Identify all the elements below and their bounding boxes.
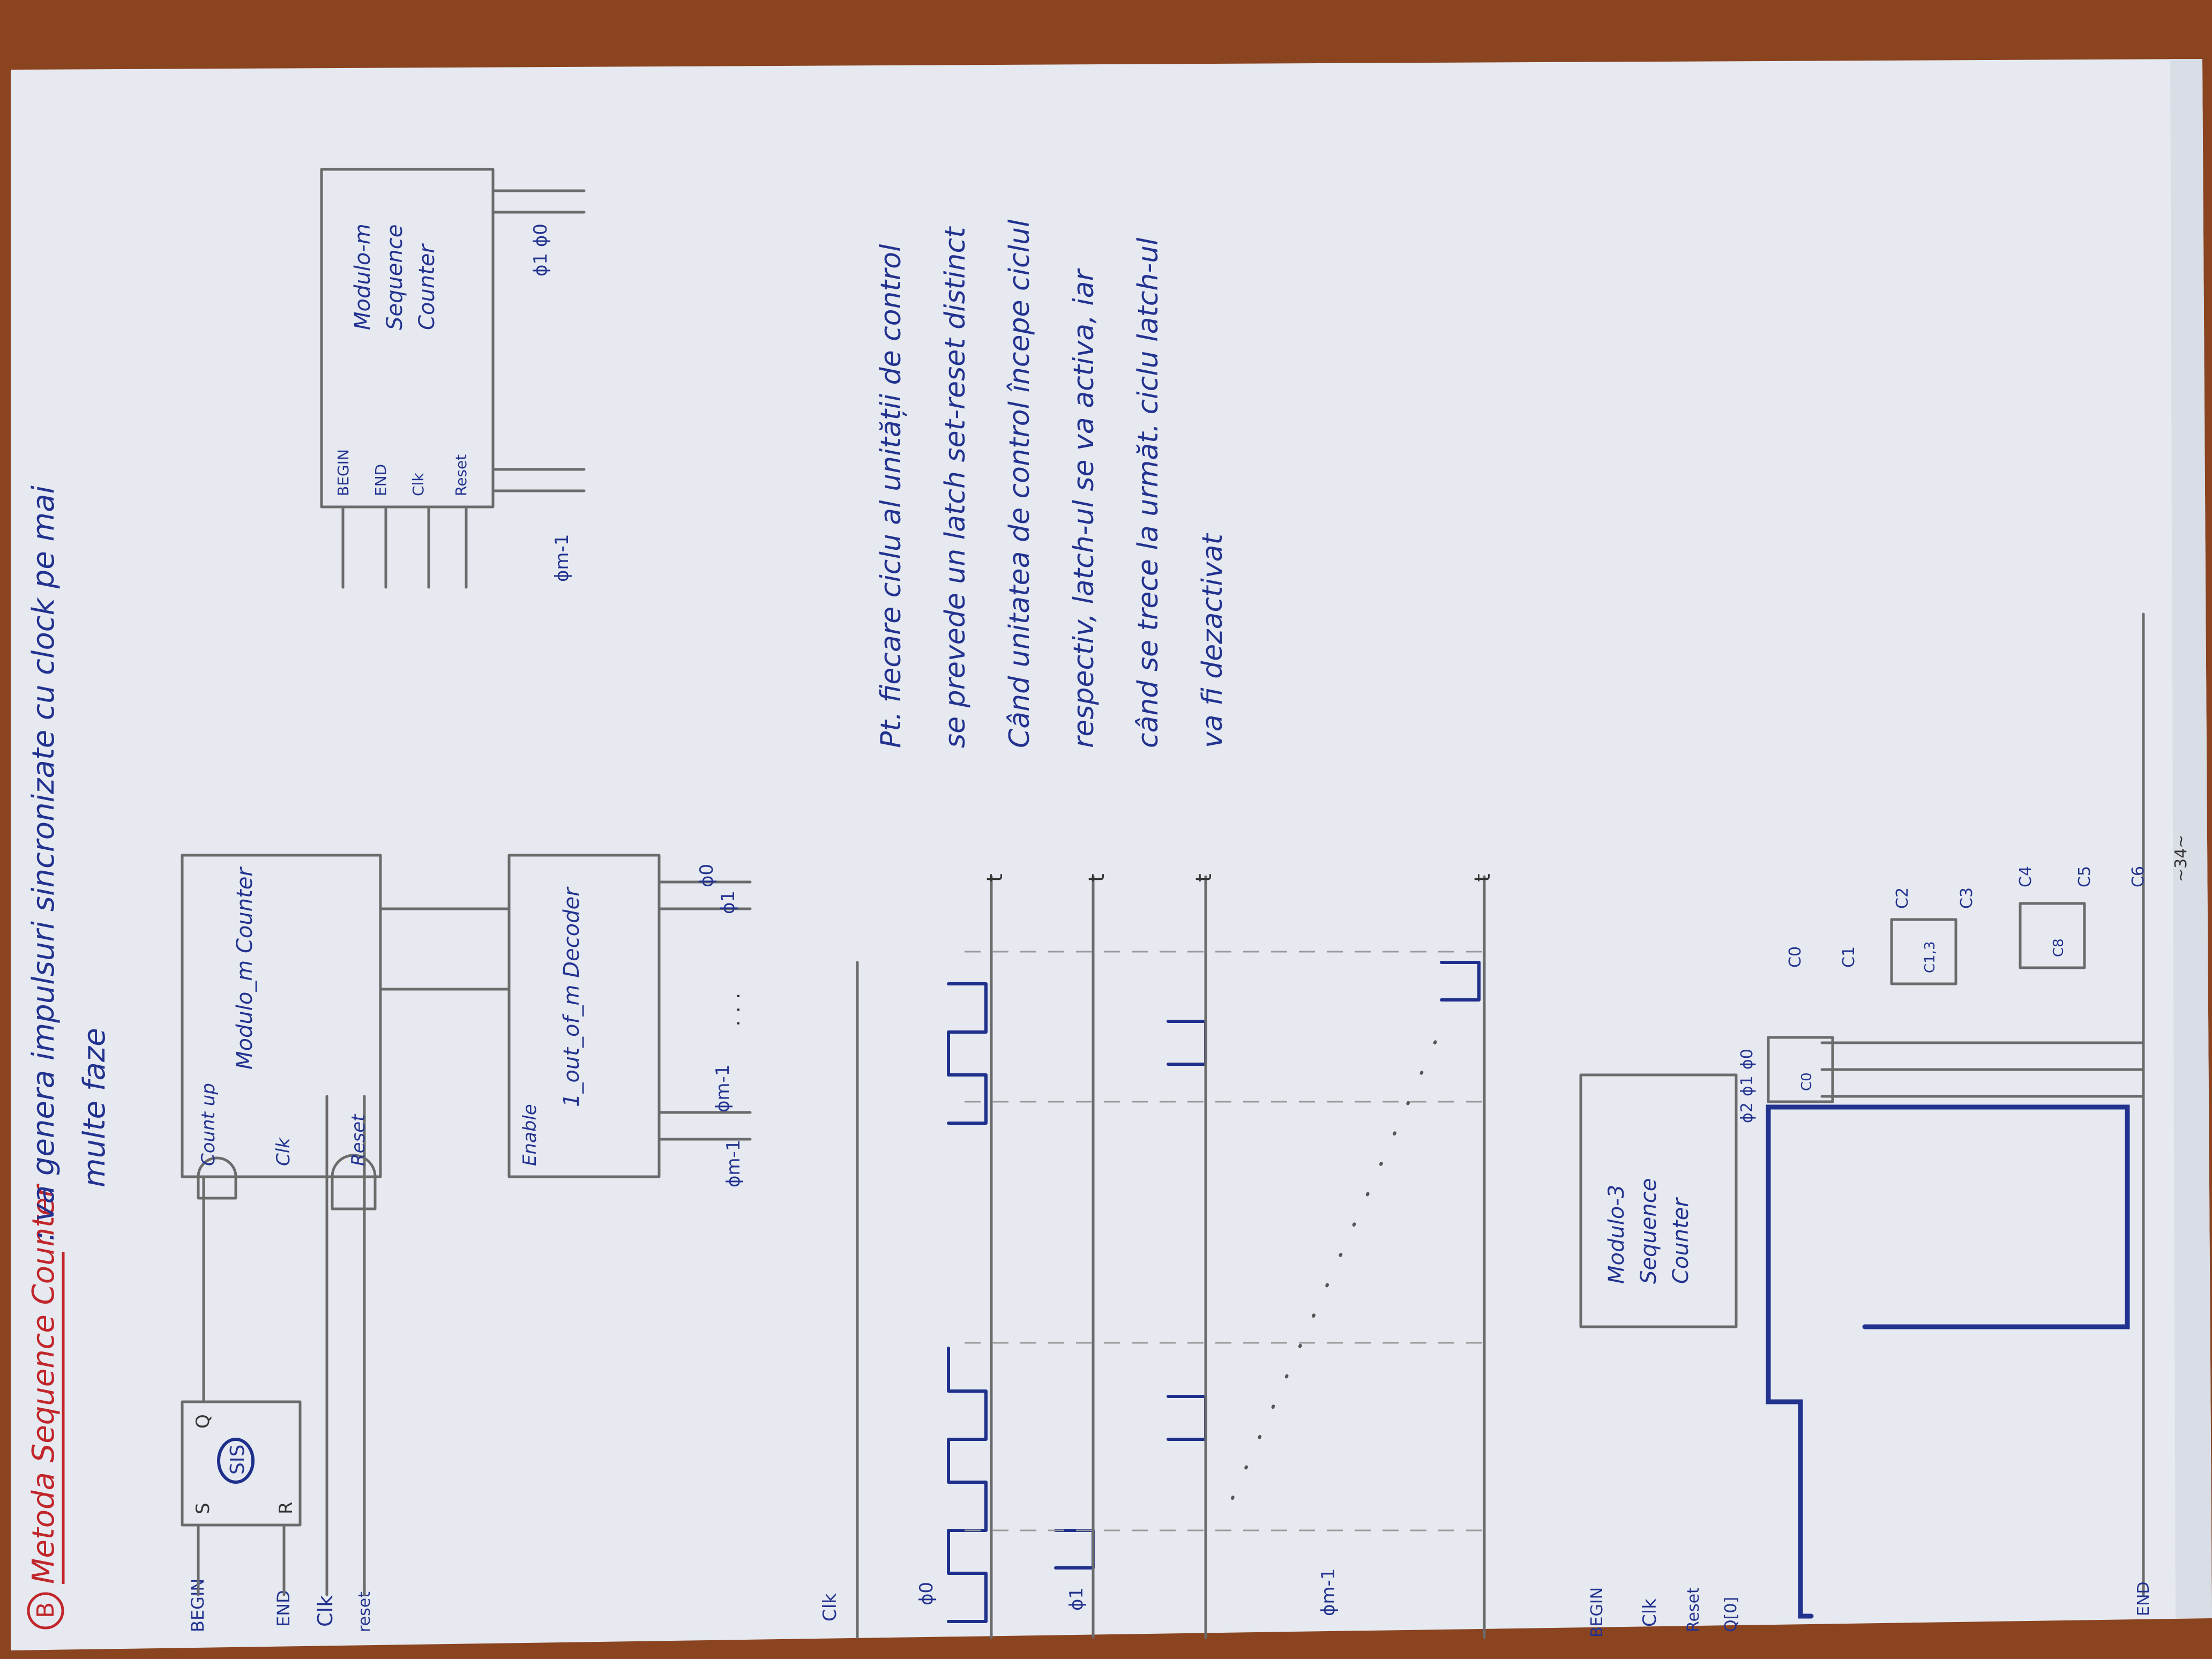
para-line-2: se prevede un latch set-reset distinct xyxy=(939,226,972,748)
clk-waveform-b xyxy=(947,982,988,1125)
out-phi0: ϕ0 xyxy=(696,864,718,887)
paper-sheet xyxy=(11,59,2212,1650)
note-34: ~34~ xyxy=(2172,835,2191,882)
phim1-pulse xyxy=(1440,961,1481,1002)
sr-latch-s: S xyxy=(192,1503,214,1514)
out-c2: C2 xyxy=(1893,887,1912,909)
heading-line-1: : va genera impulsuri sincronizate cu cl… xyxy=(26,485,61,1241)
out-phi1: ϕ1 xyxy=(718,891,739,914)
modulo-m-in-reset: Reset xyxy=(452,454,470,496)
heading-title: Metoda Sequence Counter xyxy=(26,1184,61,1584)
feedback-wire xyxy=(1766,1104,2130,1619)
modulo-m-line2: Sequence xyxy=(383,225,407,330)
sr-latch-circle xyxy=(217,1438,255,1484)
timing-phi1-label: ϕ1 xyxy=(1066,1587,1087,1611)
modulo-3-phi0: ϕ0 xyxy=(1738,1049,1757,1070)
paper-edge xyxy=(2170,59,2212,1618)
para-line-5: când se trece la următ. ciclu latch-ul xyxy=(1132,237,1164,748)
modulo-3-in-begin: BEGIN xyxy=(1588,1587,1606,1638)
out-c1: C1 xyxy=(1840,946,1858,968)
latch-c8 xyxy=(2019,902,2086,969)
out-dots: . . . xyxy=(720,992,745,1027)
explanation-paragraph: Pt. fiecare ciclu al unității de control… xyxy=(875,219,1229,748)
para-line-4: respectiv, latch-ul se va activa, iar xyxy=(1068,267,1100,748)
timing-t-4: t xyxy=(1470,873,1495,882)
latch-c13-label: C1,3 xyxy=(1922,941,1938,973)
modulo-3-in-clk: Clk xyxy=(1639,1598,1661,1627)
decoder-enable: Enable xyxy=(519,1104,541,1166)
diagram-modulo-3: Modulo-3 Sequence Counter BEGIN Clk Rese… xyxy=(1579,612,2191,1638)
modulo-m-in-clk: Clk xyxy=(409,473,427,496)
timing-t-3: t xyxy=(1192,873,1216,882)
modulo-m-out-bottom: ϕm-1 xyxy=(551,534,573,582)
counter-count-up: Count up xyxy=(198,1083,219,1166)
modulo-m-out-top: ϕ1 ϕ0 xyxy=(530,223,551,276)
timing-t-1: t xyxy=(983,873,1007,882)
modulo-3-phi2: ϕ2 xyxy=(1738,1102,1757,1123)
heading: B Metoda Sequence Counter : va genera im… xyxy=(26,485,112,1630)
out-c0: C0 xyxy=(1786,946,1805,968)
clk-waveform-a xyxy=(947,1347,988,1623)
modulo-3-in-reset: Reset xyxy=(1684,1587,1703,1632)
para-line-3: Când unitatea de control începe ciclul xyxy=(1004,219,1036,748)
counter-clk: Clk xyxy=(273,1137,294,1166)
modulo-m-in-end: END xyxy=(372,464,390,496)
modulo-m-line1: Modulo-m xyxy=(350,223,375,330)
modulo-m-line3: Counter xyxy=(415,243,439,330)
decoder-title: 1_out_of_m Decoder xyxy=(559,886,584,1107)
counter-reset: Reset xyxy=(348,1114,369,1166)
diagram-sequence-counter: SIS S R Q BEGIN END Clk reset Modulo_m C… xyxy=(181,854,752,1632)
modulo-m-in-begin: BEGIN xyxy=(334,449,352,496)
heading-label: B xyxy=(32,1602,59,1618)
timing-phim1-label: ϕm-1 xyxy=(1318,1568,1339,1616)
modulo-3-line3: Counter xyxy=(1669,1197,1693,1284)
end-label: END xyxy=(2134,1582,2153,1617)
and-gate-1 xyxy=(197,1156,237,1200)
counter-box xyxy=(181,854,382,1178)
counter-title: Modulo_m Counter xyxy=(233,866,257,1070)
timing-diagram: Clk ϕ0 ϕ1 ϕm-1 t t t t xyxy=(819,873,1495,1639)
latch-c0-label: C0 xyxy=(1799,1072,1815,1091)
modulo-m-box xyxy=(320,168,495,509)
heading-circle xyxy=(27,1592,64,1630)
input-end: END xyxy=(273,1590,294,1627)
page-content: B Metoda Sequence Counter : va genera im… xyxy=(26,168,2191,1639)
modulo-3-box xyxy=(1579,1073,1738,1328)
decoder-box xyxy=(507,854,661,1178)
out-c5: C5 xyxy=(2075,866,2094,887)
modulo-3-phi1: ϕ1 xyxy=(1738,1075,1757,1096)
para-line-6: va fi dezactivat xyxy=(1197,533,1229,748)
latch-c8-label: C8 xyxy=(2051,938,2067,957)
timing-clk-label: Clk xyxy=(819,1593,841,1621)
out-phi-m1-b: ϕm-1 xyxy=(723,1140,744,1187)
out-c3: C3 xyxy=(1957,887,1976,909)
sr-latch-q: Q xyxy=(192,1414,214,1429)
modulo-3-line2: Sequence xyxy=(1636,1178,1661,1284)
modulo-3-line1: Modulo-3 xyxy=(1604,1185,1629,1284)
diagram-modulo-m-block: Modulo-m Sequence Counter BEGIN END Clk … xyxy=(320,168,586,589)
or-gate-1 xyxy=(331,1154,377,1210)
input-clk: Clk xyxy=(313,1595,337,1627)
modulo-3-in-q0: Q[0] xyxy=(1722,1597,1740,1632)
sr-latch-label: SIS xyxy=(227,1445,249,1475)
heading-line-2: multe faze xyxy=(77,1028,112,1187)
sr-latch-box xyxy=(181,1400,302,1527)
latch-c13 xyxy=(1890,918,1957,985)
timing-t-2: t xyxy=(1085,873,1109,882)
timing-phi0-label: ϕ0 xyxy=(916,1582,937,1605)
out-c6: C6 xyxy=(2129,866,2148,887)
out-c4: C4 xyxy=(2016,866,2035,887)
sr-latch-r: R xyxy=(275,1501,297,1514)
para-line-1: Pt. fiecare ciclu al unității de control xyxy=(875,244,907,748)
out-phi-m1: ϕm-1 xyxy=(712,1065,734,1112)
input-reset: reset xyxy=(355,1591,374,1632)
